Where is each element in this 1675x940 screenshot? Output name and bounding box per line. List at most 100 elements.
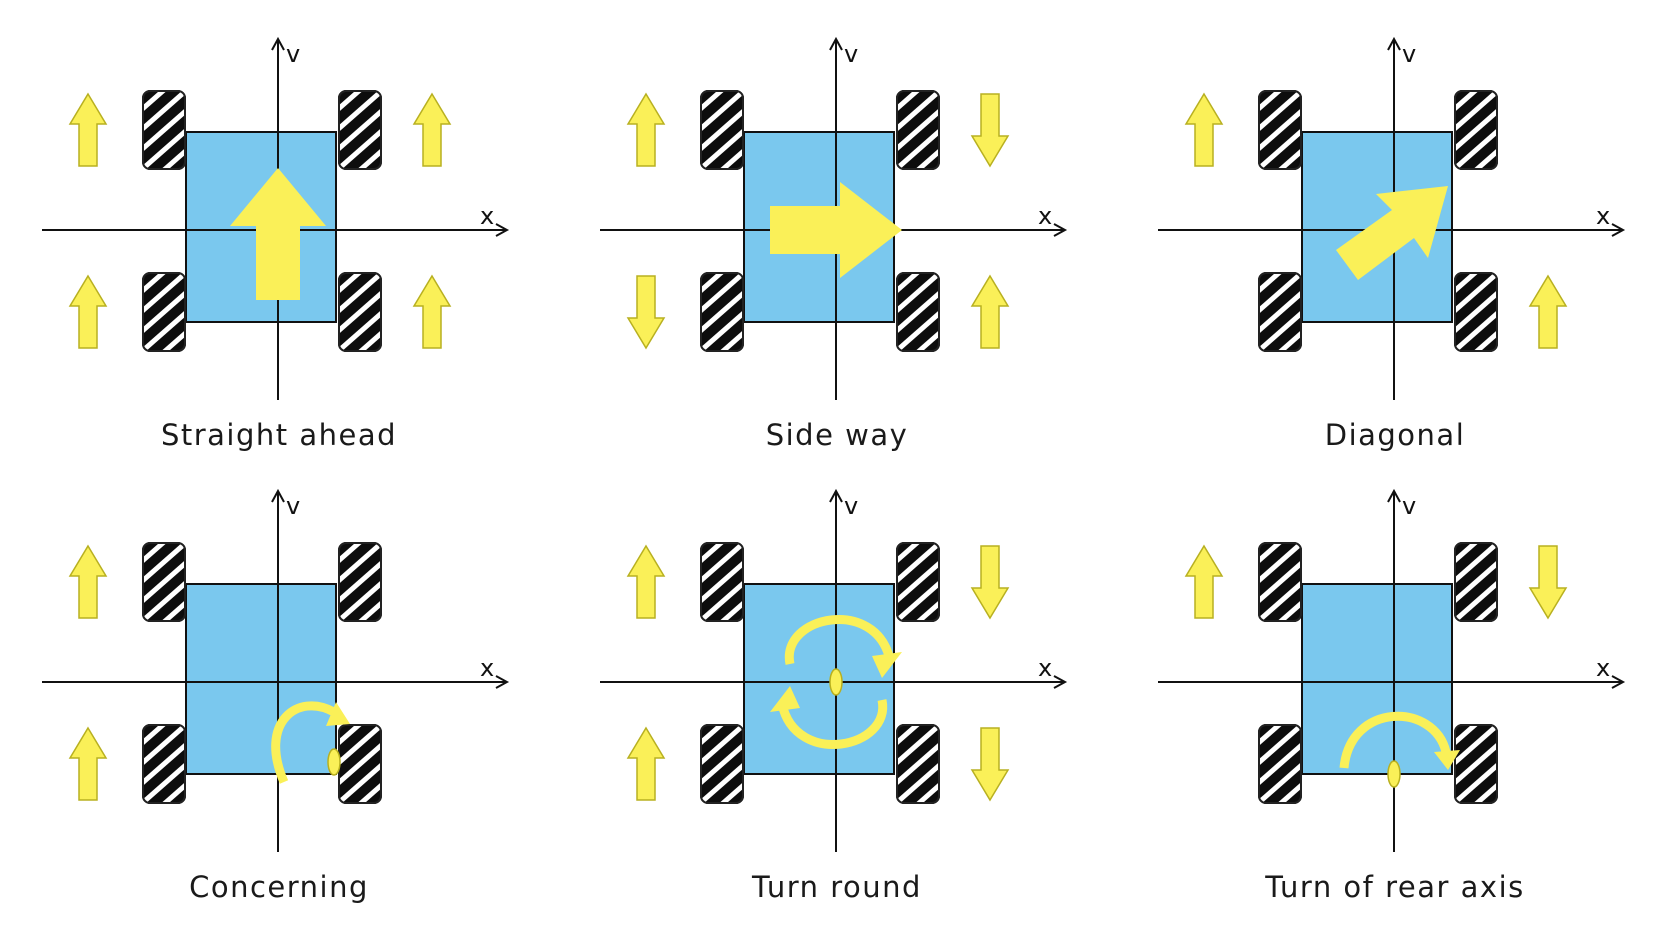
y-axis-label: v: [1402, 492, 1416, 520]
wheel-direction-arrow-rear-left: [626, 726, 666, 801]
y-axis-arrowhead: [1387, 36, 1401, 51]
x-axis-arrowhead: [1053, 675, 1068, 689]
x-axis-label: x: [1038, 654, 1052, 682]
wheel-rear-left: [142, 272, 186, 352]
wheel-front-left: [1258, 542, 1302, 622]
rotation-arc-bottom-head: [770, 686, 800, 712]
rotation-arc-top-head: [872, 652, 902, 678]
diagram-layer: xv: [42, 488, 510, 852]
wheel-front-left: [700, 542, 744, 622]
wheel-front-left: [142, 542, 186, 622]
wheel-front-right: [338, 90, 382, 170]
wheel-direction-arrow-rear-left: [626, 275, 666, 350]
wheel-direction-arrow-rear-left: [68, 726, 108, 801]
y-axis-label: v: [286, 492, 300, 520]
center-arrow-diagonal: [1336, 186, 1448, 280]
wheel-rear-left: [700, 724, 744, 804]
y-axis-label: v: [844, 492, 858, 520]
rotation-arc-bottom: [777, 699, 888, 749]
wheel-rear-right: [896, 272, 940, 352]
panel-turn-round-drawing: xv: [600, 488, 1068, 852]
x-axis-label: x: [480, 202, 494, 230]
wheel-rear-right: [896, 724, 940, 804]
y-axis-arrowhead: [271, 488, 285, 503]
chassis: [185, 583, 337, 775]
x-axis-label: x: [1596, 654, 1610, 682]
x-axis-label: x: [480, 654, 494, 682]
x-axis-arrowhead: [1611, 675, 1626, 689]
panel-straight-ahead-drawing: xv: [42, 36, 510, 400]
wheel-direction-arrow-front-right: [1528, 545, 1568, 620]
rotation-arc-top: [784, 615, 895, 665]
caption-turn-round: Turn round: [752, 870, 922, 904]
wheel-rear-right: [338, 272, 382, 352]
pivot-point: [327, 748, 341, 776]
wheel-rear-right: [1454, 272, 1498, 352]
wheel-rear-left: [1258, 724, 1302, 804]
x-axis-label: x: [1038, 202, 1052, 230]
panel-turn-of-rear-axis-drawing: xv: [1158, 488, 1626, 852]
wheel-direction-arrow-rear-right: [970, 274, 1010, 349]
wheel-direction-arrow-front-left: [626, 92, 666, 167]
rotation-arc: [1339, 711, 1451, 769]
x-axis-arrowhead: [495, 675, 510, 689]
rotation-arc: [271, 701, 337, 784]
wheel-direction-arrow-front-right: [412, 92, 452, 167]
diagram-layer: xv: [1158, 36, 1626, 400]
wheel-direction-arrow-front-left: [68, 92, 108, 167]
caption-diagonal: Diagonal: [1324, 418, 1466, 452]
y-axis-label: v: [844, 40, 858, 68]
panel-concerning-drawing: xv: [42, 488, 510, 852]
wheel-rear-right: [338, 724, 382, 804]
x-axis-arrowhead: [1053, 223, 1068, 237]
x-axis-arrowhead: [495, 223, 510, 237]
y-axis-arrowhead: [829, 36, 843, 51]
pivot-point: [829, 668, 843, 696]
diagram-layer: xv: [1158, 488, 1626, 852]
caption-side-way: Side way: [765, 418, 909, 452]
caption-concerning: Concerning: [189, 870, 369, 904]
y-axis-arrowhead: [271, 36, 285, 51]
wheel-direction-arrow-rear-left: [68, 274, 108, 349]
y-axis-arrowhead: [829, 488, 843, 503]
wheel-rear-right: [1454, 724, 1498, 804]
diagram-layer: xv: [600, 36, 1068, 400]
wheel-front-left: [1258, 90, 1302, 170]
caption-straight-ahead: Straight ahead: [160, 418, 398, 452]
wheel-front-right: [896, 90, 940, 170]
center-arrow-up: [230, 168, 326, 300]
wheel-direction-arrow-front-left: [1184, 544, 1224, 619]
diagram-layer: xv: [600, 488, 1068, 852]
wheel-direction-arrow-rear-right: [970, 727, 1010, 802]
y-axis-label: v: [286, 40, 300, 68]
rotation-arc-head: [1434, 750, 1460, 770]
wheel-direction-arrow-rear-right: [1528, 274, 1568, 349]
panel-diagonal-drawing: xv: [1158, 36, 1626, 400]
x-axis-label: x: [1596, 202, 1610, 230]
wheel-direction-arrow-rear-right: [412, 274, 452, 349]
x-axis-arrowhead: [1611, 223, 1626, 237]
center-arrow-right: [770, 182, 902, 278]
chassis: [1301, 583, 1453, 775]
wheel-direction-arrow-front-right: [970, 93, 1010, 168]
wheel-front-right: [896, 542, 940, 622]
diagram-layer: xv: [42, 36, 510, 400]
wheel-front-right: [1454, 90, 1498, 170]
wheel-direction-arrow-front-left: [68, 544, 108, 619]
wheel-front-right: [338, 542, 382, 622]
wheel-front-left: [142, 90, 186, 170]
pivot-point: [1387, 760, 1401, 788]
wheel-front-left: [700, 90, 744, 170]
wheel-direction-arrow-front-left: [626, 544, 666, 619]
wheel-direction-arrow-front-left: [1184, 92, 1224, 167]
panel-side-way-drawing: xv: [600, 36, 1068, 400]
wheel-rear-left: [1258, 272, 1302, 352]
y-axis-label: v: [1402, 40, 1416, 68]
wheel-rear-left: [700, 272, 744, 352]
